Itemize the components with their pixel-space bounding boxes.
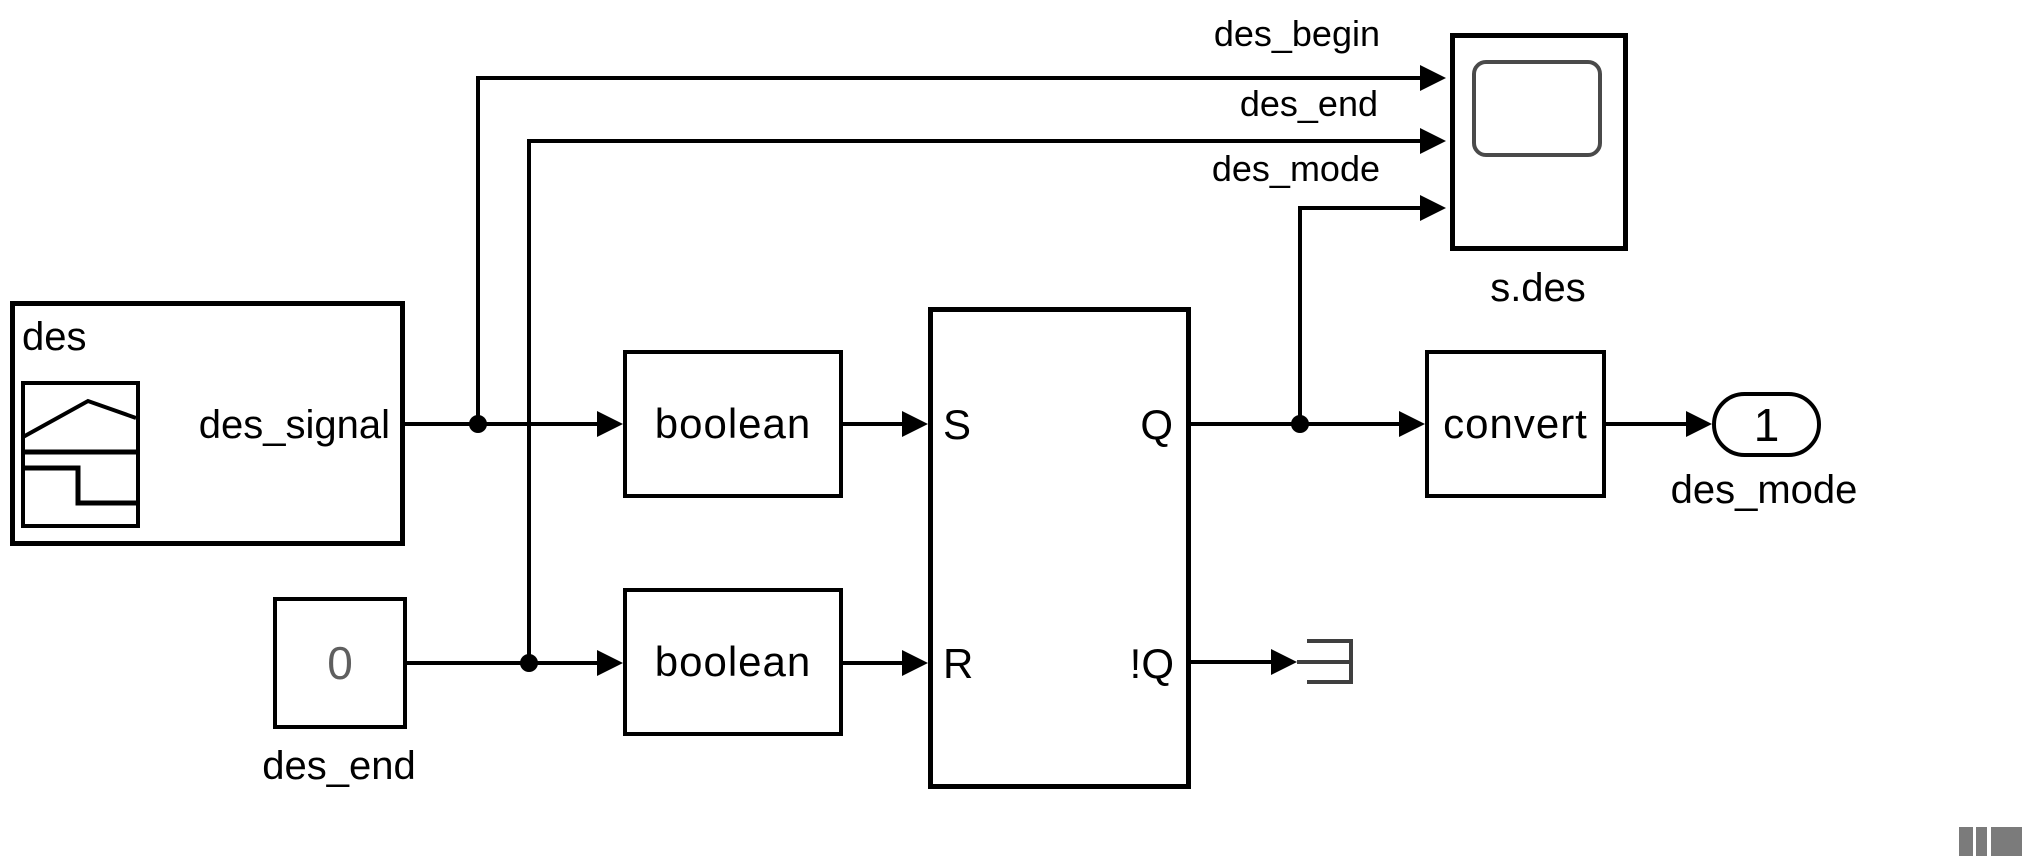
constant-value: 0 (327, 637, 353, 689)
outport-number: 1 (1753, 398, 1780, 451)
badge-bar (1959, 827, 1973, 856)
wire-qn-to-terminator[interactable] (1190, 649, 1297, 675)
convert-block[interactable]: convert (1425, 350, 1606, 498)
arrowhead (1420, 128, 1446, 154)
constant-block-name: des_end (262, 744, 416, 788)
arrowhead (1686, 411, 1712, 437)
arrowhead (1420, 195, 1446, 221)
signal-builder-block[interactable]: des des_signal (10, 301, 405, 546)
wire-des-end-to-boolean[interactable] (406, 650, 623, 676)
badge-bar (1991, 827, 2022, 856)
block-title: des (22, 315, 87, 359)
constant-block[interactable]: 0 (273, 597, 407, 729)
sr-flipflop-block[interactable]: S Q R !Q (928, 307, 1191, 789)
wire-q-to-scope[interactable] (1298, 195, 1446, 424)
boolean-upper-block[interactable]: boolean (623, 350, 843, 498)
wire-des-end-to-scope[interactable] (527, 128, 1446, 663)
terminator-icon[interactable] (1297, 639, 1353, 684)
arrowhead (1271, 649, 1297, 675)
signal-builder-icon (21, 381, 140, 528)
convert-label: convert (1443, 400, 1588, 447)
scope-block-name: s.des (1490, 266, 1586, 310)
port-q-label: Q (1140, 401, 1173, 448)
wire-segment (1298, 206, 1424, 424)
wire-des-begin[interactable] (476, 65, 1446, 424)
wire-q-to-convert[interactable] (1190, 411, 1425, 437)
wire-segment (476, 76, 1424, 424)
wire-label-des-end: des_end (1239, 83, 1378, 124)
outport-block[interactable]: 1 (1712, 392, 1821, 457)
output-port-label: des_signal (198, 403, 390, 447)
wire-label-des-mode: des_mode (1211, 148, 1380, 189)
boolean-lower-label: boolean (654, 638, 812, 685)
arrowhead (597, 650, 623, 676)
port-qn-label: !Q (1129, 640, 1174, 687)
scope-screen-icon (1472, 60, 1602, 157)
outport-name: des_mode (1670, 468, 1858, 512)
arrowhead (902, 411, 928, 437)
port-r-label: R (943, 640, 974, 687)
badge-bar (1976, 827, 1987, 856)
arrowhead (597, 411, 623, 437)
wire-convert-to-outport[interactable] (1605, 411, 1712, 437)
wire-boolean-to-r[interactable] (842, 650, 928, 676)
boolean-lower-block[interactable]: boolean (623, 588, 843, 736)
wire-label-des-begin: des_begin (1213, 13, 1380, 54)
arrowhead (902, 650, 928, 676)
boolean-upper-label: boolean (654, 400, 812, 447)
wire-boolean-to-s[interactable] (842, 411, 928, 437)
arrowhead (1420, 65, 1446, 91)
wire-des-signal-to-boolean[interactable] (404, 411, 623, 437)
port-s-label: S (943, 401, 972, 448)
wire-segment (527, 139, 1424, 663)
arrowhead (1399, 411, 1425, 437)
scope-block[interactable] (1450, 33, 1628, 251)
